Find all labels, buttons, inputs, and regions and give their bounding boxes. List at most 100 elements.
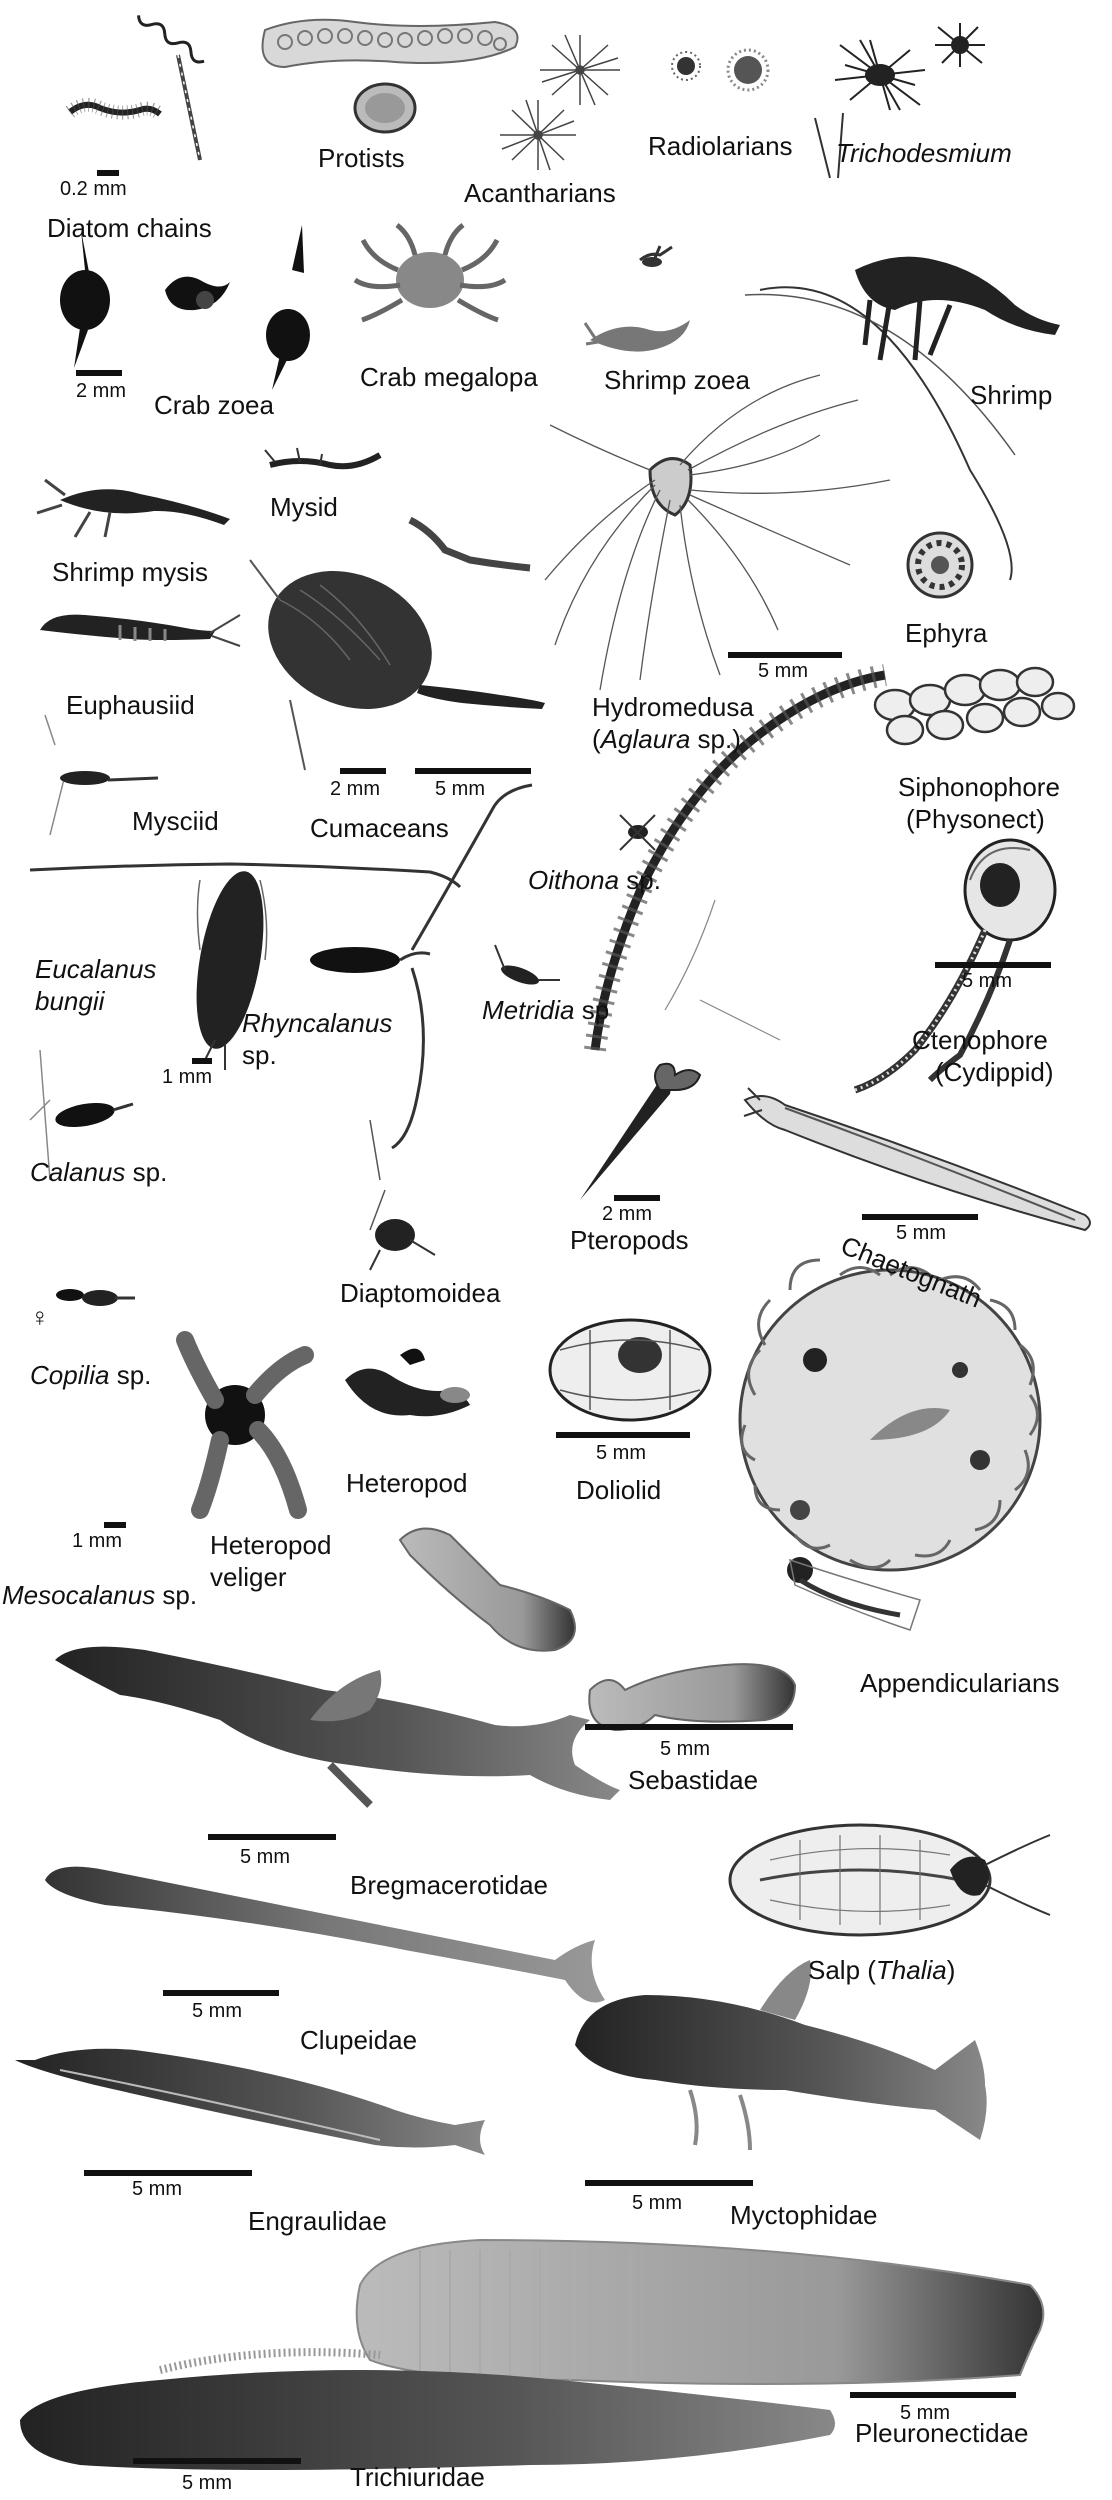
label-ephyra: Ephyra xyxy=(905,618,988,648)
acantharians-image xyxy=(500,34,620,171)
label-metridia-sp: sp xyxy=(574,995,610,1025)
scale-bar-sebastidae xyxy=(585,1724,793,1730)
cumacean-small-image xyxy=(408,516,531,572)
shrimp-mysis-image xyxy=(36,478,230,538)
scale-label-cumacean-a: 2 mm xyxy=(330,778,380,800)
label-calanus: Calanus sp. xyxy=(30,1157,167,1187)
crab-zoea-image xyxy=(60,225,310,390)
scale-label-crab-zoea: 2 mm xyxy=(76,380,126,402)
engraulidae-image xyxy=(15,2048,485,2155)
label-appendicularians: Appendicularians xyxy=(860,1668,1060,1698)
myctophidae-image xyxy=(575,1960,987,2151)
label-mesocalanus-genus: Mesocalanus xyxy=(2,1580,156,1610)
label-trichodesmium-genus: Trichodesmium xyxy=(836,138,1012,168)
scale-label-trichiuridae: 5 mm xyxy=(182,2472,232,2494)
heteropod-veliger-image xyxy=(176,1331,314,1519)
cumaceans-image xyxy=(249,559,545,771)
scale-label-clupeidae: 5 mm xyxy=(192,2000,242,2022)
label-mesocalanus-sp: sp. xyxy=(155,1580,198,1610)
label-crab-zoea: Crab zoea xyxy=(154,390,274,420)
scale-label-chaetognath: 5 mm xyxy=(896,1222,946,1244)
label-acantharians: Acantharians xyxy=(464,178,616,208)
label-pleuronectidae: Pleuronectidae xyxy=(855,2418,1029,2448)
label-eucalanus-species: bungii xyxy=(35,986,104,1016)
radiolarians-image xyxy=(671,48,770,92)
rhyncalanus-image xyxy=(310,783,533,1150)
scale-bar-doliolid xyxy=(556,1432,690,1438)
hydromedusa-image xyxy=(544,374,891,691)
label-myctophidae: Myctophidae xyxy=(730,2200,878,2230)
label-shrimp-mysis: Shrimp mysis xyxy=(52,557,209,587)
label-mysciid: Mysciid xyxy=(132,806,219,836)
label-crab-megalopa: Crab megalopa xyxy=(360,362,538,392)
pleuronectidae-image xyxy=(355,2238,1045,2385)
label-siphonophore-sub: (Physonect) xyxy=(906,804,1045,834)
label-eucalanus: Eucalanus xyxy=(35,954,156,984)
label-oithona-sp: sp. xyxy=(619,865,661,895)
label-heteropod-veliger-2: veliger xyxy=(210,1562,287,1592)
label-diatom-chains: Diatom chains xyxy=(47,213,212,243)
label-bregmacerotidae: Bregmacerotidae xyxy=(350,1870,548,1900)
label-thalia: Thalia xyxy=(875,1955,947,1985)
scale-bar-pteropod xyxy=(614,1195,660,1201)
label-copilia-genus: Copilia xyxy=(30,1360,110,1390)
scale-label-eucalanus: 1 mm xyxy=(162,1066,212,1088)
pteropods-image xyxy=(580,1062,702,1200)
label-siphonophore: Siphonophore xyxy=(898,772,1060,802)
label-metridia: Metridia sp xyxy=(482,995,609,1025)
label-trichodesmium: Trichodesmium xyxy=(836,138,1012,168)
doliolid-image xyxy=(548,1318,712,1422)
scale-bar-bregmacerotidae xyxy=(208,1834,336,1840)
label-salp-prefix: Salp ( xyxy=(808,1955,876,1985)
label-oithona-genus: Oithona xyxy=(528,865,620,895)
scale-bar-trichiuridae xyxy=(133,2458,301,2464)
appendicularians-image xyxy=(738,1258,1042,1631)
shrimp-zoea-image xyxy=(583,245,690,352)
scale-bar-cumacean-b xyxy=(415,768,531,774)
euphausiid-image xyxy=(40,614,241,647)
clupeidae-image xyxy=(45,1866,605,2003)
ephyra-image xyxy=(906,531,974,599)
scale-bar-diatom xyxy=(97,170,119,176)
scale-bar-chaetognath xyxy=(862,1214,978,1220)
scale-bar-myctophidae xyxy=(585,2180,753,2186)
label-euphausiid: Euphausiid xyxy=(66,690,195,720)
label-aglaura: Aglaura xyxy=(600,724,691,754)
label-doliolid: Doliolid xyxy=(576,1475,662,1505)
label-heteropod: Heteropod xyxy=(346,1468,468,1498)
sebastidae-image xyxy=(398,1527,797,1732)
label-engraulidae: Engraulidae xyxy=(248,2206,387,2236)
trichodesmium-image xyxy=(834,23,985,111)
heteropod-image xyxy=(345,1348,470,1417)
mysid-image xyxy=(264,447,382,470)
label-mesocalanus: Mesocalanus sp. xyxy=(2,1580,197,1610)
trichiuridae-image xyxy=(20,2348,835,2470)
scale-bar-crab-zoea xyxy=(76,370,122,376)
scale-label-pteropod: 2 mm xyxy=(602,1203,652,1225)
shrimp-image xyxy=(744,112,1060,581)
scale-bar-cumacean-a xyxy=(340,768,386,774)
label-hydromedusa-open: ( xyxy=(592,724,601,754)
scale-label-doliolid: 5 mm xyxy=(596,1442,646,1464)
scale-label-myctophidae: 5 mm xyxy=(632,2192,682,2214)
label-calanus-sp: sp. xyxy=(125,1157,168,1187)
salp-image xyxy=(728,1823,1051,1937)
label-ctenophore: Ctenophore xyxy=(912,1025,1048,1055)
label-rhyncalanus-sp: sp. xyxy=(242,1040,277,1070)
scale-bar-engraulidae xyxy=(84,2170,252,2176)
label-female-symbol: ♀ xyxy=(30,1302,50,1332)
label-shrimp-zoea: Shrimp zoea xyxy=(604,365,750,395)
scale-label-diatom: 0.2 mm xyxy=(60,178,127,200)
mysciid-image xyxy=(44,714,159,836)
metridia-image xyxy=(494,944,560,985)
label-bungii: bungii xyxy=(35,986,105,1016)
scale-bar-pleuronectidae xyxy=(850,2392,1016,2398)
protists-image xyxy=(261,18,519,134)
label-rhyncalanus-genus: Rhyncalanus xyxy=(242,1008,393,1038)
label-salp: Salp (Thalia) xyxy=(808,1955,955,1985)
label-eucalanus-genus: Eucalanus xyxy=(35,954,157,984)
scale-label-pleuronectidae: 5 mm xyxy=(900,2402,950,2424)
siphonophore-image xyxy=(584,664,1076,1052)
label-sebastidae: Sebastidae xyxy=(628,1765,759,1795)
scale-label-mesocalanus: 1 mm xyxy=(72,1530,122,1552)
